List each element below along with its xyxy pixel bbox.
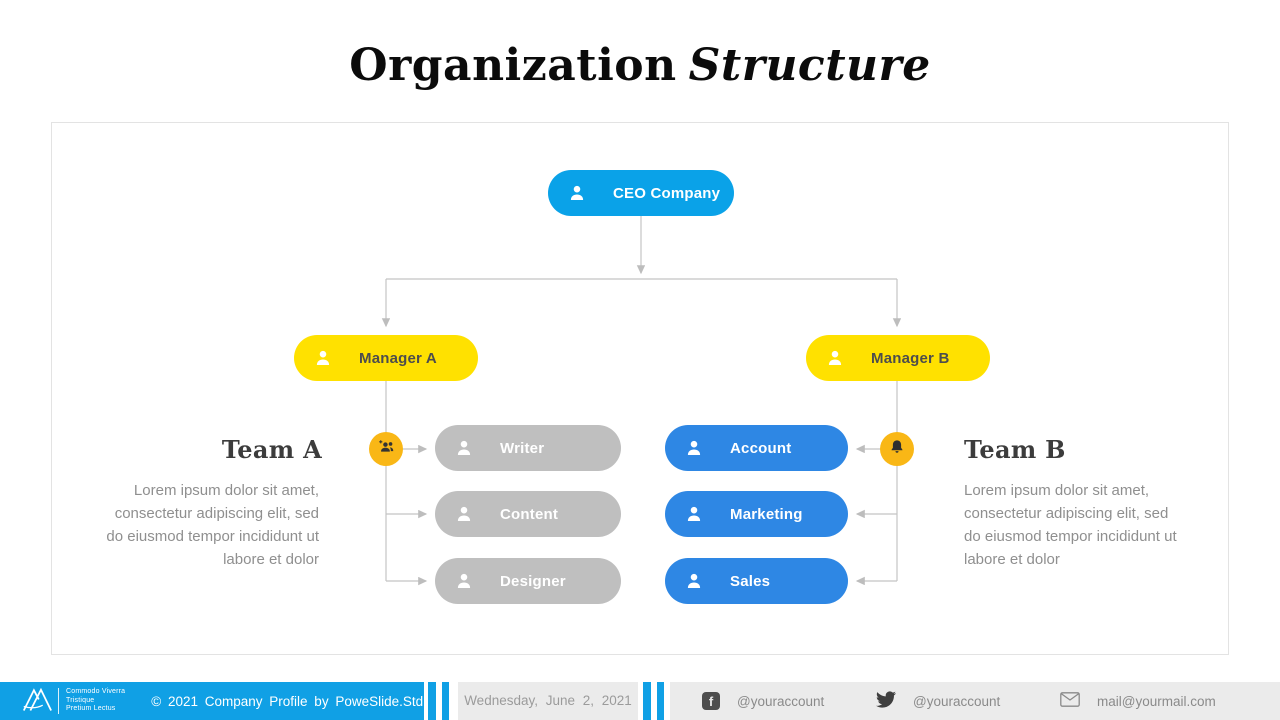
member-label: Writer xyxy=(500,439,545,457)
email-address: mail@yourmail.com xyxy=(1097,693,1216,709)
person-icon xyxy=(826,349,844,367)
member-label: Sales xyxy=(730,572,771,590)
copyright-text: © 2021 Company Profile by PoweSlide.Std xyxy=(151,693,424,709)
person-icon xyxy=(685,505,703,523)
connector-lines xyxy=(381,216,902,586)
node-manager-a-label: Manager A xyxy=(359,349,437,367)
member-label: Account xyxy=(730,439,792,457)
footer-bar: Commodo Viverra Tristique Pretium Lectus… xyxy=(0,682,1280,720)
person-icon xyxy=(455,572,473,590)
logo-text-line: Tristique xyxy=(66,696,95,704)
facebook-icon: f xyxy=(702,692,720,710)
logo-text: Commodo Viverra Tristique Pretium Lectus xyxy=(66,688,125,714)
footer-twitter: @youraccount xyxy=(875,682,1001,720)
title-italic: Structure xyxy=(688,40,931,91)
facebook-handle: @youraccount xyxy=(737,693,825,709)
logo-divider xyxy=(58,688,59,714)
footer-accent-bar xyxy=(643,682,651,720)
person-icon xyxy=(455,505,473,523)
footer-accent-bar xyxy=(657,682,664,720)
team-a-description: Lorem ipsum dolor sit amet, consectetur … xyxy=(106,482,319,568)
bell-icon xyxy=(889,439,905,460)
add-people-icon xyxy=(378,438,395,460)
person-icon xyxy=(314,349,332,367)
node-manager-b: Manager B xyxy=(806,335,990,381)
logo-text-line: Pretium Lectus xyxy=(66,705,116,713)
logo-text-line: Commodo Viverra xyxy=(66,688,126,696)
company-logo xyxy=(22,685,52,718)
node-ceo: CEO Company xyxy=(548,170,734,216)
twitter-handle: @youraccount xyxy=(913,693,1001,709)
node-manager-a: Manager A xyxy=(294,335,478,381)
node-team-a-member: Writer xyxy=(435,425,621,471)
footer-accent-bar xyxy=(442,682,449,720)
node-manager-b-label: Manager B xyxy=(871,349,950,367)
team-b-description: Lorem ipsum dolor sit amet, consectetur … xyxy=(964,482,1177,568)
team-b-heading: Team B xyxy=(964,435,1066,464)
team-a-heading: Team A xyxy=(221,435,322,464)
node-team-a-member: Designer xyxy=(435,558,621,604)
member-label: Designer xyxy=(500,572,566,590)
mail-icon xyxy=(1060,692,1080,710)
node-team-b-member: Marketing xyxy=(665,491,848,537)
node-team-b-member: Sales xyxy=(665,558,848,604)
footer-email: mail@yourmail.com xyxy=(1060,682,1216,720)
node-team-a-member: Content xyxy=(435,491,621,537)
node-team-b-member: Account xyxy=(665,425,848,471)
person-icon xyxy=(568,184,586,202)
node-ceo-label: CEO Company xyxy=(613,184,721,202)
footer-accent-bar xyxy=(428,682,436,720)
team-b-badge xyxy=(880,432,914,466)
team-a-badge xyxy=(369,432,403,466)
footer-date: Wednesday, June 2, 2021 xyxy=(464,693,632,708)
person-icon xyxy=(455,439,473,457)
footer-facebook: f @youraccount xyxy=(702,682,824,720)
twitter-icon xyxy=(875,691,896,711)
person-icon xyxy=(685,439,703,457)
org-chart-panel: CEO Company Manager A Manager B Writer C… xyxy=(51,122,1229,655)
member-label: Marketing xyxy=(730,505,803,523)
footer-brand-section: Commodo Viverra Tristique Pretium Lectus… xyxy=(0,682,424,720)
member-label: Content xyxy=(500,505,559,523)
person-icon xyxy=(685,572,703,590)
title-regular: Organization xyxy=(349,40,677,91)
